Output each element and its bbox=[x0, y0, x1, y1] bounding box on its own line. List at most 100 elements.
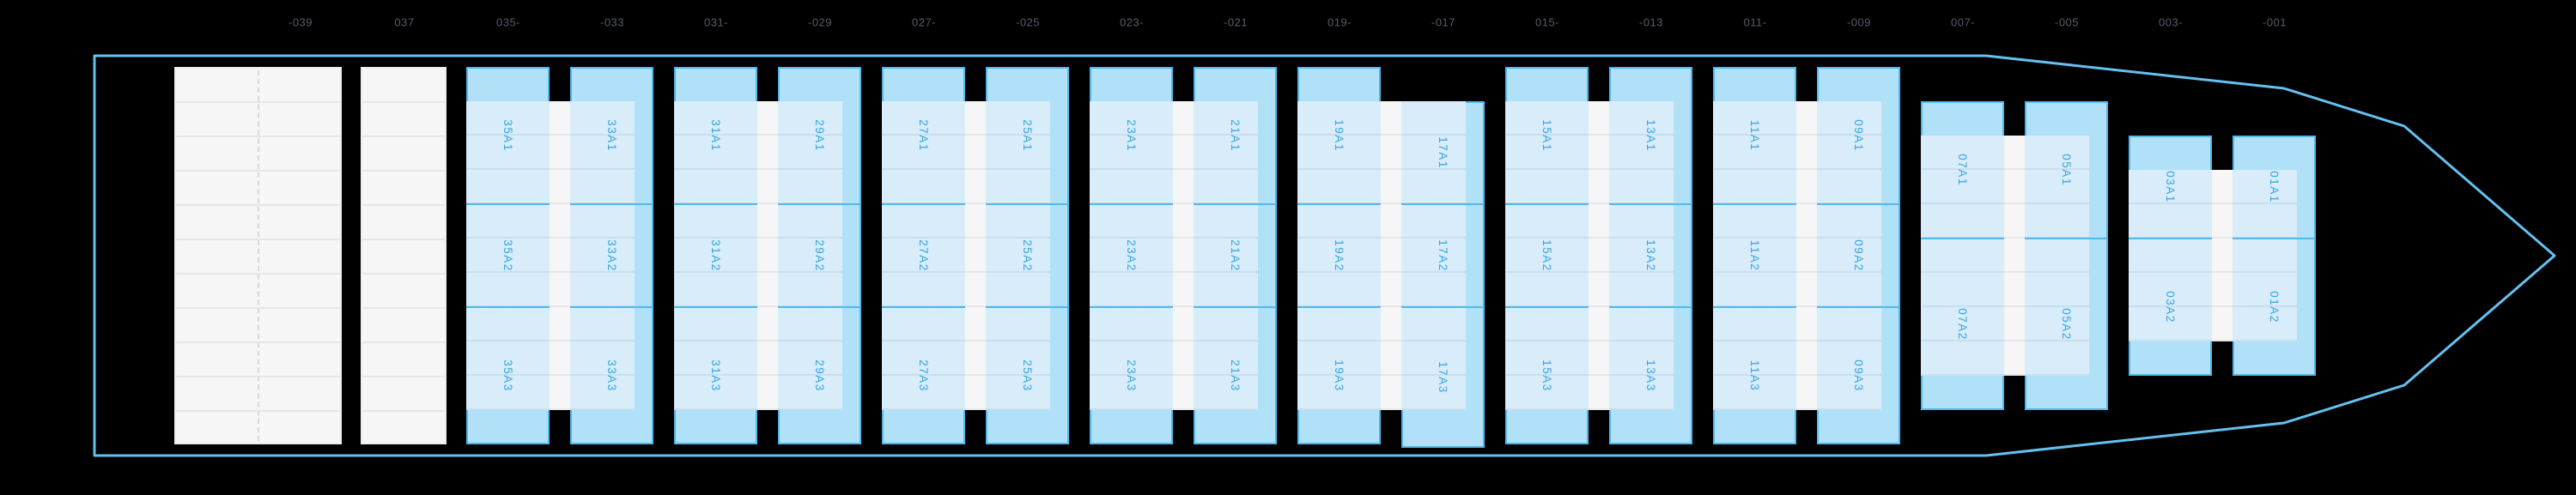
bay-number-label: 015- bbox=[1534, 15, 1560, 29]
bay-section-33A1[interactable]: 33A1 bbox=[605, 119, 618, 152]
section-divider bbox=[882, 203, 965, 205]
section-divider bbox=[1194, 203, 1277, 205]
bay-section-11A3[interactable]: 11A3 bbox=[1748, 359, 1761, 392]
bay-31-hatch-overlay bbox=[674, 101, 757, 410]
bay-number-label: 023- bbox=[1119, 15, 1145, 29]
bay-number-label: -021 bbox=[1223, 15, 1249, 29]
bay-section-31A3[interactable]: 31A3 bbox=[709, 359, 722, 392]
section-divider bbox=[1817, 306, 1900, 308]
bay-09: 09A1 09A2 09A3 bbox=[1817, 67, 1900, 444]
bay-section-25A2[interactable]: 25A2 bbox=[1021, 239, 1034, 272]
bay-section-13A2[interactable]: 13A2 bbox=[1644, 239, 1657, 272]
bay-section-35A2[interactable]: 35A2 bbox=[501, 239, 514, 272]
bay-section-31A1[interactable]: 31A1 bbox=[709, 119, 722, 152]
bay-01-hatch-overlay bbox=[2233, 170, 2297, 341]
bay-05: 05A1 05A2 bbox=[2025, 101, 2108, 410]
section-divider bbox=[778, 306, 861, 308]
bay-section-09A2[interactable]: 09A2 bbox=[1852, 239, 1865, 272]
section-divider bbox=[1505, 306, 1589, 308]
bay-section-29A1[interactable]: 29A1 bbox=[813, 119, 826, 152]
bay-section-03A1[interactable]: 03A1 bbox=[2164, 171, 2177, 203]
bay-section-21A1[interactable]: 21A1 bbox=[1229, 119, 1242, 152]
bay-section-15A1[interactable]: 15A1 bbox=[1540, 119, 1553, 152]
bay-15: 15A1 15A2 15A3 bbox=[1505, 67, 1589, 444]
bay-05-hatch-overlay bbox=[2025, 136, 2089, 376]
bay-33-hatch-overlay bbox=[570, 101, 635, 410]
bay-number-label: 011- bbox=[1743, 15, 1767, 29]
bay-15-hatch-overlay bbox=[1505, 101, 1589, 410]
bay-section-21A3[interactable]: 21A3 bbox=[1229, 359, 1242, 392]
section-divider bbox=[1401, 306, 1485, 308]
bay-number-label: 007- bbox=[1950, 15, 1976, 29]
hatch-37[interactable] bbox=[361, 67, 447, 444]
bay-section-15A2[interactable]: 15A2 bbox=[1540, 239, 1553, 272]
section-divider bbox=[986, 203, 1069, 205]
bay-section-35A1[interactable]: 35A1 bbox=[501, 119, 514, 152]
bay-section-33A2[interactable]: 33A2 bbox=[605, 239, 618, 272]
section-divider bbox=[1609, 306, 1692, 308]
bay-17: 17A1 17A2 17A3 bbox=[1401, 101, 1485, 448]
bay-section-05A2[interactable]: 05A2 bbox=[2060, 308, 2073, 341]
bay-section-17A3[interactable]: 17A3 bbox=[1437, 361, 1449, 394]
bay-section-17A2[interactable]: 17A2 bbox=[1437, 239, 1449, 272]
bay-section-29A3[interactable]: 29A3 bbox=[813, 359, 826, 392]
bay-31: 31A1 31A2 31A3 bbox=[674, 67, 757, 444]
bay-section-13A1[interactable]: 13A1 bbox=[1644, 119, 1657, 152]
bay-01: 01A1 01A2 bbox=[2233, 136, 2316, 376]
section-divider bbox=[1297, 203, 1381, 205]
bay-section-25A1[interactable]: 25A1 bbox=[1021, 119, 1034, 152]
bay-section-19A3[interactable]: 19A3 bbox=[1333, 359, 1346, 392]
bay-section-33A3[interactable]: 33A3 bbox=[605, 359, 618, 392]
bay-section-31A2[interactable]: 31A2 bbox=[709, 239, 722, 272]
bay-section-01A1[interactable]: 01A1 bbox=[2268, 171, 2281, 203]
bay-number-label: 019- bbox=[1327, 15, 1352, 29]
bay-section-23A1[interactable]: 23A1 bbox=[1125, 119, 1138, 152]
bay-section-13A3[interactable]: 13A3 bbox=[1644, 359, 1657, 392]
bay-section-27A2[interactable]: 27A2 bbox=[917, 239, 930, 272]
bay-section-21A2[interactable]: 21A2 bbox=[1229, 239, 1242, 272]
hatch-39[interactable] bbox=[174, 67, 342, 444]
bay-section-29A2[interactable]: 29A2 bbox=[813, 239, 826, 272]
bay-number-label: 027- bbox=[911, 15, 937, 29]
bay-section-09A3[interactable]: 09A3 bbox=[1852, 359, 1865, 392]
bay-section-19A1[interactable]: 19A1 bbox=[1333, 119, 1346, 152]
bay-number-label: -029 bbox=[807, 15, 833, 29]
section-divider bbox=[986, 306, 1069, 308]
bay-25: 25A1 25A2 25A3 bbox=[986, 67, 1069, 444]
bay-section-17A1[interactable]: 17A1 bbox=[1437, 136, 1449, 169]
bay-number-label: 035- bbox=[495, 15, 521, 29]
bay-section-35A3[interactable]: 35A3 bbox=[501, 359, 514, 392]
bay-section-23A3[interactable]: 23A3 bbox=[1125, 359, 1138, 392]
bay-section-27A3[interactable]: 27A3 bbox=[917, 359, 930, 392]
bay-number-label: -013 bbox=[1638, 15, 1664, 29]
bay-number-label: -001 bbox=[2262, 15, 2287, 29]
bay-section-03A2[interactable]: 03A2 bbox=[2164, 291, 2177, 323]
section-divider bbox=[1297, 306, 1381, 308]
bay-section-23A2[interactable]: 23A2 bbox=[1125, 239, 1138, 272]
hatch-center-dashed-divider bbox=[257, 70, 259, 441]
section-divider bbox=[1921, 238, 2004, 239]
bay-number-label: -009 bbox=[1846, 15, 1872, 29]
bay-section-01A2[interactable]: 01A2 bbox=[2268, 291, 2281, 323]
bay-section-19A2[interactable]: 19A2 bbox=[1333, 239, 1346, 272]
bay-number-label: -005 bbox=[2054, 15, 2080, 29]
bay-23-hatch-overlay bbox=[1090, 101, 1173, 410]
bay-section-09A1[interactable]: 09A1 bbox=[1852, 119, 1865, 152]
bay-section-05A1[interactable]: 05A1 bbox=[2060, 154, 2073, 186]
section-divider bbox=[2233, 238, 2316, 239]
bay-section-07A2[interactable]: 07A2 bbox=[1956, 308, 1969, 341]
bay-section-27A1[interactable]: 27A1 bbox=[917, 119, 930, 152]
bay-section-11A1[interactable]: 11A1 bbox=[1748, 119, 1761, 152]
bay-section-11A2[interactable]: 11A2 bbox=[1748, 239, 1761, 272]
bay-section-07A1[interactable]: 07A1 bbox=[1956, 154, 1969, 186]
bay-21: 21A1 21A2 21A3 bbox=[1194, 67, 1277, 444]
bay-section-25A3[interactable]: 25A3 bbox=[1021, 359, 1034, 392]
bay-section-15A3[interactable]: 15A3 bbox=[1540, 359, 1553, 392]
section-divider bbox=[778, 203, 861, 205]
bay-number-label: -017 bbox=[1431, 15, 1456, 29]
bay-09-hatch-overlay bbox=[1817, 101, 1881, 410]
bay-07: 07A1 07A2 bbox=[1921, 101, 2004, 410]
section-divider bbox=[1090, 203, 1173, 205]
